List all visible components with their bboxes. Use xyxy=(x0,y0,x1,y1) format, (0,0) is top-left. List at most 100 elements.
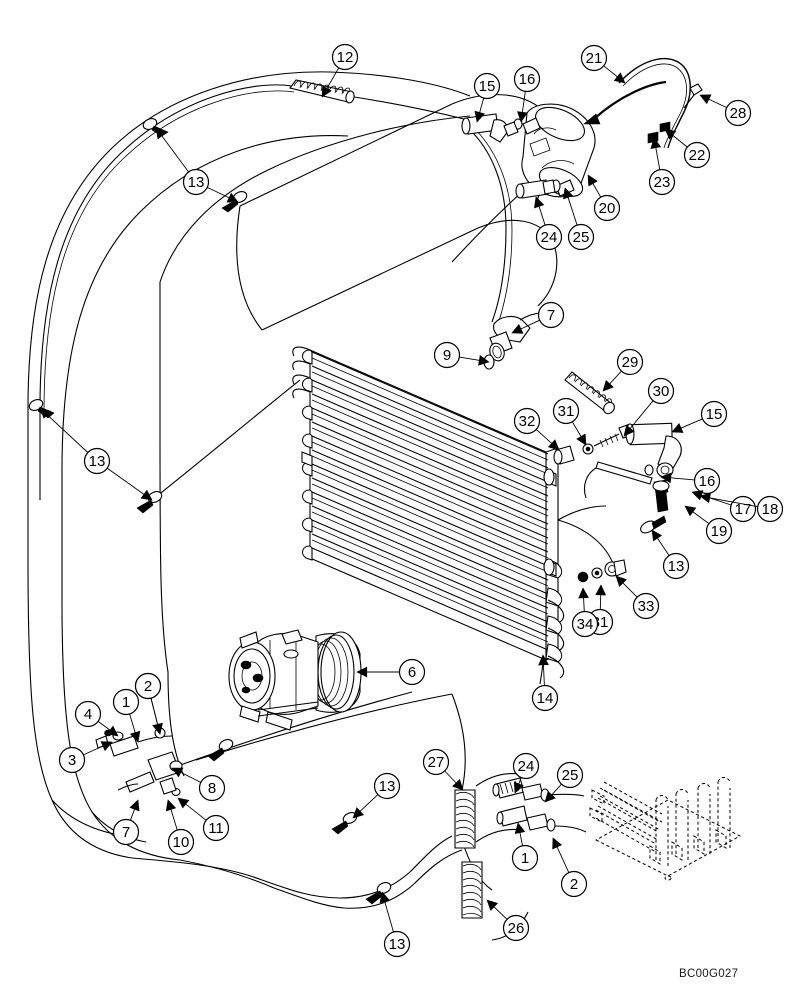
callout-arrowhead xyxy=(129,799,140,812)
callout-bubble[interactable] xyxy=(647,377,675,405)
callout-15[interactable]: 15 xyxy=(700,400,728,428)
callout-bubble[interactable] xyxy=(513,407,541,435)
callout-2[interactable]: 2 xyxy=(134,672,162,700)
callout-23[interactable]: 23 xyxy=(648,168,676,196)
callout-bubble[interactable] xyxy=(556,761,584,789)
callout-bubble[interactable] xyxy=(134,672,162,700)
callout-25[interactable]: 25 xyxy=(556,761,584,789)
callout-bubble[interactable] xyxy=(112,818,140,846)
callout-33[interactable]: 33 xyxy=(632,592,660,620)
callout-bubble[interactable] xyxy=(535,223,563,251)
callout-bubble[interactable] xyxy=(756,495,784,523)
callout-32[interactable]: 32 xyxy=(513,407,541,435)
callout-bubble[interactable] xyxy=(383,930,411,958)
callout-bubble[interactable] xyxy=(580,44,608,72)
callout-30[interactable]: 30 xyxy=(647,377,675,405)
callout-bubble[interactable] xyxy=(112,688,140,716)
callout-20[interactable]: 20 xyxy=(593,194,621,222)
callout-bubble[interactable] xyxy=(373,772,401,800)
callout-8[interactable]: 8 xyxy=(198,774,226,802)
callout-bubble[interactable] xyxy=(502,914,530,942)
callout-bubble[interactable] xyxy=(537,301,565,329)
callout-bubble[interactable] xyxy=(705,517,733,545)
callout-34[interactable]: 34 xyxy=(571,610,599,638)
callout-bubble[interactable] xyxy=(648,168,676,196)
callout-13[interactable]: 13 xyxy=(662,552,690,580)
callout-13[interactable]: 13 xyxy=(83,447,111,475)
callout-arrowhead xyxy=(587,174,598,187)
callout-leader xyxy=(183,801,207,821)
callout-26[interactable]: 26 xyxy=(502,914,530,942)
callout-19[interactable]: 19 xyxy=(705,517,733,545)
callout-bubble[interactable] xyxy=(700,400,728,428)
callout-bubble[interactable] xyxy=(560,870,588,898)
callout-18[interactable]: 18 xyxy=(756,495,784,523)
callout-arrowhead xyxy=(165,799,177,812)
callout-bubble[interactable] xyxy=(83,447,111,475)
diagram-reference-code: BC00G027 xyxy=(679,968,739,980)
callout-1[interactable]: 1 xyxy=(112,688,140,716)
callout-leader xyxy=(325,67,340,92)
callout-bubble[interactable] xyxy=(511,844,539,872)
callout-10[interactable]: 10 xyxy=(167,828,195,856)
callout-4[interactable]: 4 xyxy=(74,700,102,728)
callout-7[interactable]: 7 xyxy=(112,818,140,846)
callout-12[interactable]: 12 xyxy=(331,43,359,71)
callout-7[interactable]: 7 xyxy=(537,301,565,329)
callout-leader xyxy=(706,97,727,109)
callout-6[interactable]: 6 xyxy=(398,658,426,686)
callout-24[interactable]: 24 xyxy=(535,223,563,251)
callout-bubble[interactable] xyxy=(567,223,595,251)
callout-28[interactable]: 28 xyxy=(724,99,752,127)
callout-bubble[interactable] xyxy=(202,814,230,842)
callout-bubble[interactable] xyxy=(331,43,359,71)
callout-arrowhead xyxy=(140,489,153,501)
callout-9[interactable]: 9 xyxy=(433,341,461,369)
callout-bubble[interactable] xyxy=(693,467,721,495)
callout-bubble[interactable] xyxy=(724,99,752,127)
callout-bubble[interactable] xyxy=(593,194,621,222)
callout-15[interactable]: 15 xyxy=(473,72,501,100)
callout-bubble[interactable] xyxy=(74,700,102,728)
callout-17[interactable]: 17 xyxy=(729,495,757,523)
right-hose-switch-assembly xyxy=(583,422,682,513)
cable-tie-glyph xyxy=(365,882,392,905)
callout-22[interactable]: 22 xyxy=(683,141,711,169)
callout-bubble[interactable] xyxy=(422,748,450,776)
callout-25[interactable]: 25 xyxy=(567,223,595,251)
callout-bubble[interactable] xyxy=(182,168,210,196)
callout-bubble[interactable] xyxy=(513,65,541,93)
callout-16[interactable]: 16 xyxy=(693,467,721,495)
callout-27[interactable]: 27 xyxy=(422,748,450,776)
callout-16[interactable]: 16 xyxy=(513,65,541,93)
callout-bubble[interactable] xyxy=(167,828,195,856)
callout-bubble[interactable] xyxy=(632,592,660,620)
callout-2[interactable]: 2 xyxy=(560,870,588,898)
drier-hose-fittings xyxy=(461,113,561,199)
callout-bubble[interactable] xyxy=(198,774,226,802)
callout-24[interactable]: 24 xyxy=(512,752,540,780)
callout-bubble[interactable] xyxy=(616,348,644,376)
callout-21[interactable]: 21 xyxy=(580,44,608,72)
callout-leader xyxy=(603,65,620,79)
callout-bubble[interactable] xyxy=(552,397,580,425)
callout-11[interactable]: 11 xyxy=(202,814,230,842)
callout-bubble[interactable] xyxy=(58,746,86,774)
callout-bubble[interactable] xyxy=(473,72,501,100)
callout-bubble[interactable] xyxy=(433,341,461,369)
callout-3[interactable]: 3 xyxy=(58,746,86,774)
callout-13[interactable]: 13 xyxy=(182,168,210,196)
callout-bubble[interactable] xyxy=(398,658,426,686)
callout-bubble[interactable] xyxy=(512,752,540,780)
callout-13[interactable]: 13 xyxy=(383,930,411,958)
callout-bubble[interactable] xyxy=(662,552,690,580)
callout-bubble[interactable] xyxy=(683,141,711,169)
callout-29[interactable]: 29 xyxy=(616,348,644,376)
callout-bubble[interactable] xyxy=(531,684,559,712)
callout-number: 13 xyxy=(89,453,106,470)
callout-bubble[interactable] xyxy=(571,610,599,638)
callout-13[interactable]: 13 xyxy=(373,772,401,800)
callout-14[interactable]: 14 xyxy=(531,684,559,712)
callout-31[interactable]: 31 xyxy=(552,397,580,425)
callout-1[interactable]: 1 xyxy=(511,844,539,872)
